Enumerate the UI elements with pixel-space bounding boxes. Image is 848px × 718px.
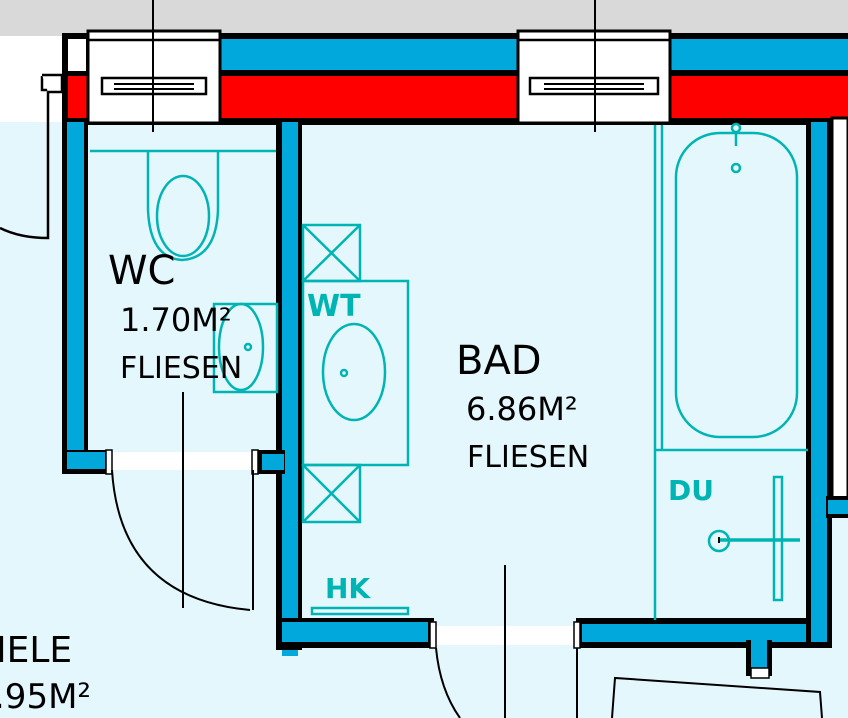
washbasin-icon — [301, 223, 410, 524]
diele-room-area: .95M² — [0, 677, 91, 717]
neighbor-door-swing — [611, 676, 823, 718]
bad-door-swing — [435, 647, 578, 718]
bad-room-name: BAD — [456, 338, 542, 384]
shower-label: DU — [668, 474, 714, 507]
shower-icon — [707, 475, 800, 602]
bad-room-area: 6.86M² — [466, 390, 578, 428]
wc-bad-partition-wall — [255, 120, 302, 656]
wc-door-jamb — [105, 449, 113, 475]
wc-left-wall — [62, 120, 110, 474]
bad-door-jamb — [429, 621, 437, 649]
wc-room-area: 1.70M² — [120, 301, 232, 339]
radiator-label: HK — [325, 572, 371, 605]
bad-right-wall — [806, 116, 848, 648]
neighbor-door-arc — [0, 76, 50, 240]
bad-door-jamb — [573, 621, 581, 649]
bad-room-floor: FLIESEN — [467, 440, 589, 475]
wc-door-swing — [111, 469, 254, 611]
toilet-icon — [90, 149, 276, 262]
wc-door-jamb — [251, 449, 259, 475]
wc-washbasin-icon — [212, 302, 279, 394]
wc-room-floor: FLIESEN — [120, 351, 242, 386]
bathtub-icon — [653, 122, 808, 620]
washbasin-label: WT — [307, 289, 361, 324]
radiator-icon — [310, 606, 410, 616]
diele-room-name: IELE — [0, 630, 72, 671]
bad-bottom-wall — [276, 618, 832, 679]
wc-room-name: WC — [108, 248, 175, 294]
